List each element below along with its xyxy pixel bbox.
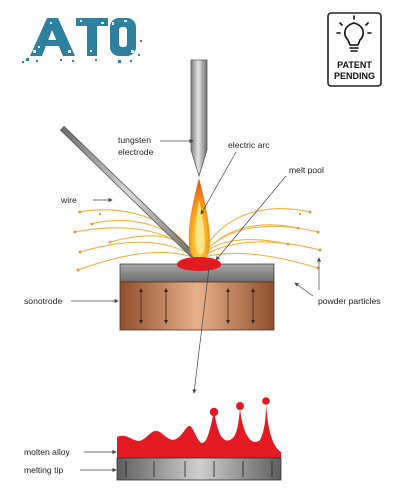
- tip-vibration-arrows: [125, 461, 273, 477]
- label-electric-arc: electric arc: [228, 140, 270, 150]
- electric-arc: [188, 178, 210, 260]
- lightbulb-icon: [336, 15, 372, 52]
- vibration-arrows: [140, 290, 254, 322]
- melting-tip: [116, 457, 282, 481]
- logo-letter-t-icon: [76, 18, 108, 56]
- droplet-3: [262, 397, 270, 405]
- vibration-arrowheads: [139, 288, 255, 324]
- molten-alloy: [117, 397, 281, 458]
- logo-letter-o-icon: [110, 18, 136, 56]
- label-sonotrode: sonotrode: [24, 296, 62, 306]
- label-melting-tip: melting tip: [24, 465, 63, 475]
- sonotrode: [119, 281, 275, 331]
- leader-lines: [71, 138, 322, 473]
- label-wire: wire: [60, 195, 77, 205]
- ato-logo: [22, 18, 142, 63]
- tungsten-electrode: [190, 59, 208, 178]
- logo-letter-a-icon: [30, 18, 75, 56]
- logo-pixel-dust: [33, 20, 134, 53]
- patent-pending-badge: PATENT PENDING: [327, 12, 382, 87]
- leader-melt-pool: [215, 175, 287, 261]
- base-plate: [119, 259, 275, 283]
- droplet-1: [209, 407, 219, 417]
- leader-electric-arc: [200, 151, 237, 215]
- labels: tungsten electrode electric arc melt poo…: [24, 135, 381, 475]
- label-molten-alloy: molten alloy: [24, 447, 71, 457]
- label-tungsten-line-1: tungsten: [118, 135, 151, 145]
- label-powder-particles: powder particles: [318, 296, 381, 306]
- label-tungsten-line-2: electrode: [118, 147, 154, 157]
- droplet-2: [236, 402, 244, 410]
- badge-line-1: PATENT: [337, 60, 372, 70]
- logo-scatter-pixels: [22, 40, 142, 63]
- leader-powder-2: [294, 282, 314, 297]
- leader-melt-to-alloy: [192, 267, 210, 394]
- wire-feed: [59, 125, 199, 261]
- badge-line-2: PENDING: [334, 71, 375, 81]
- label-melt-pool: melt pool: [289, 165, 324, 175]
